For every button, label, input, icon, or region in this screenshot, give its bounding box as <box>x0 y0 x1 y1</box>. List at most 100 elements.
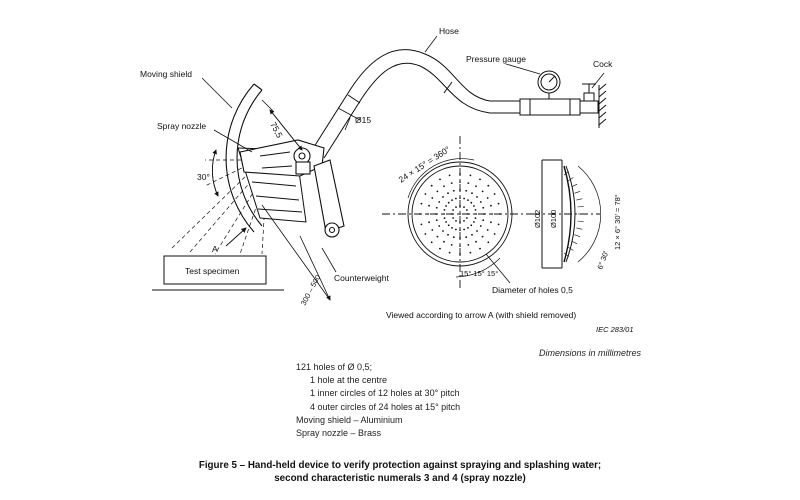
hole-dot <box>497 202 500 205</box>
hole-dot <box>439 247 441 250</box>
hole-dot <box>450 244 453 246</box>
hole-dot <box>452 209 454 211</box>
hole-dot <box>442 230 444 232</box>
caption-line-2: second characteristic numerals 3 and 4 (… <box>274 473 526 484</box>
nozzle-side-view <box>532 159 602 269</box>
hole-dot <box>475 213 477 215</box>
iec-ref: IEC 283/01 <box>596 325 634 334</box>
hole-dot <box>466 217 468 219</box>
hole-dot <box>436 190 439 193</box>
hole-dot <box>473 221 475 223</box>
angle-tick <box>574 234 581 237</box>
hole-dot <box>467 244 470 246</box>
hole-dot <box>442 196 444 198</box>
hole-dot <box>470 224 473 227</box>
dim-dia102: Ø102 <box>533 210 542 228</box>
hole-dot <box>490 204 492 207</box>
hole-dot <box>463 197 465 200</box>
dim-dia100: Ø100 <box>549 210 558 228</box>
hole-dot <box>435 206 438 209</box>
hole-dot <box>459 205 461 207</box>
note-line: Spray nozzle – Brass <box>296 428 382 439</box>
hole-dot <box>476 196 478 198</box>
dimensions-note: Dimensions in millimetres <box>539 348 642 358</box>
hole-dot <box>479 247 481 250</box>
hole-dot <box>479 201 482 203</box>
hole-dot <box>469 174 472 177</box>
angle-tick <box>571 240 578 245</box>
hole-dot <box>475 185 477 188</box>
hole-dot <box>438 225 441 227</box>
hole-dot <box>448 174 451 177</box>
hole-dot <box>471 192 473 195</box>
angle-tick <box>568 177 574 181</box>
nozzle-holes <box>419 173 501 255</box>
pipe-fitting <box>519 98 599 116</box>
hole-dot <box>459 253 461 255</box>
counterweight <box>313 159 345 238</box>
hole-dot <box>465 189 468 192</box>
hole-dot <box>459 213 461 215</box>
hole-dot <box>443 185 445 188</box>
angle-ticks <box>564 170 584 258</box>
hole-dot <box>451 199 453 202</box>
angle-tick <box>571 183 578 188</box>
notes-list: 121 holes of Ø 0,5; 1 hole at the centre… <box>296 361 460 440</box>
hole-dot <box>428 204 430 207</box>
hole-dot <box>450 182 453 185</box>
cock-icon <box>582 83 596 102</box>
hole-dot <box>443 240 445 243</box>
hole-dot <box>451 213 453 215</box>
hole-dot <box>465 236 468 239</box>
hole-dot <box>452 217 454 219</box>
hole-dot <box>482 219 485 222</box>
hole-dot <box>474 217 477 220</box>
hole-dot <box>428 221 430 224</box>
spray-nozzle-label: Spray nozzle <box>157 121 206 131</box>
hole-dot <box>487 184 490 187</box>
angle-tick <box>577 206 584 208</box>
hole-dot <box>459 173 461 175</box>
angle-tick <box>576 198 583 201</box>
cock-label: Cock <box>593 59 613 69</box>
hole-dot <box>486 229 489 231</box>
hole-dot <box>463 206 465 209</box>
hole-dot <box>459 229 461 231</box>
hole-dot <box>455 220 457 222</box>
hole-dot <box>481 235 484 238</box>
hole-dot <box>455 197 457 200</box>
angle-30: 30° <box>197 172 210 182</box>
wall <box>598 83 607 128</box>
dim-12x6-30: 12 × 6° 30' = 78° <box>613 194 622 250</box>
hole-dot <box>439 178 441 181</box>
hole-dot <box>459 197 461 199</box>
hole-dot <box>467 199 469 202</box>
hole-dot <box>443 217 446 220</box>
hole-dot <box>467 213 469 215</box>
hole-dot <box>436 235 439 238</box>
hole-dot <box>481 190 484 193</box>
hole-dot <box>447 233 449 236</box>
hose <box>311 49 520 159</box>
hole-dot <box>479 178 481 181</box>
hole-dot <box>452 189 455 192</box>
note-line: Moving shield – Aluminium <box>296 414 403 425</box>
hole-dot <box>447 192 449 195</box>
hole-dot <box>487 241 490 244</box>
counterweight-label: Counterweight <box>334 273 389 283</box>
hole-dot <box>463 220 465 222</box>
hole-dot <box>499 213 501 215</box>
hose-label: Hose <box>439 26 459 36</box>
hole-dot <box>469 251 472 254</box>
hole-dot <box>459 245 461 247</box>
hole-dot <box>483 213 485 215</box>
hole-dot <box>486 197 489 199</box>
hole-dot <box>466 209 468 211</box>
hole-dot <box>476 230 478 232</box>
hole-dot <box>459 237 461 239</box>
hole-dot <box>459 221 461 223</box>
arrow-a-label: A <box>212 244 218 254</box>
hole-dot <box>452 236 455 239</box>
hole-dot <box>443 213 445 215</box>
